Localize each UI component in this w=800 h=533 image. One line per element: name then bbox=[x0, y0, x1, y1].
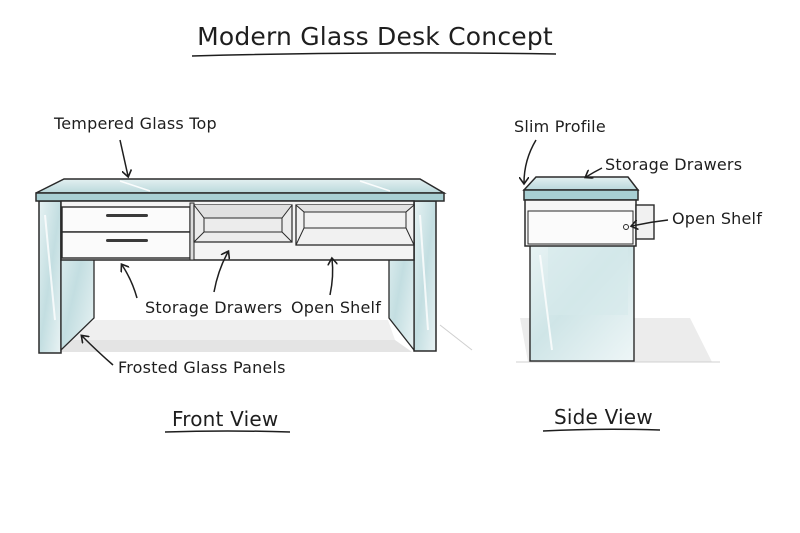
front-view-caption: Front View bbox=[172, 407, 279, 431]
open-shelf-arrow bbox=[330, 259, 333, 296]
slim-profile-label: Slim Profile bbox=[514, 117, 606, 136]
front-open-shelf-label: Open Shelf bbox=[291, 298, 382, 317]
frosted-panels-arrow bbox=[82, 336, 114, 366]
front-cabinet bbox=[60, 200, 415, 261]
side-open-shelf-label: Open Shelf bbox=[672, 209, 763, 228]
front-view-desk bbox=[35, 178, 473, 354]
front-open-shelf bbox=[295, 204, 415, 246]
page-title: Modern Glass Desk Concept bbox=[197, 22, 553, 51]
side-storage-drawer bbox=[524, 199, 637, 247]
side-view-underline bbox=[542, 428, 661, 432]
side-drawers-arrow bbox=[586, 167, 603, 177]
front-glass-top bbox=[35, 178, 447, 202]
slim-profile-arrow bbox=[524, 139, 537, 183]
glass-top-arrow bbox=[119, 139, 128, 176]
side-view-caption: Side View bbox=[554, 405, 653, 429]
side-glass-top bbox=[522, 176, 640, 201]
side-shelf-arrow bbox=[632, 219, 669, 226]
tempered-glass-top-label: Tempered Glass Top bbox=[54, 114, 217, 133]
side-glass-panel bbox=[529, 244, 635, 362]
front-view-underline bbox=[164, 430, 291, 433]
side-storage-drawers-label: Storage Drawers bbox=[605, 155, 743, 174]
front-storage-drawers bbox=[61, 202, 195, 261]
front-storage-drawers-label: Storage Drawers bbox=[145, 298, 283, 317]
storage-drawers-arrow bbox=[122, 265, 138, 299]
side-view-desk bbox=[516, 176, 720, 363]
frosted-glass-panels-label: Frosted Glass Panels bbox=[118, 358, 286, 377]
title-underline bbox=[191, 52, 557, 57]
middle-cubby-arrow bbox=[213, 252, 228, 293]
